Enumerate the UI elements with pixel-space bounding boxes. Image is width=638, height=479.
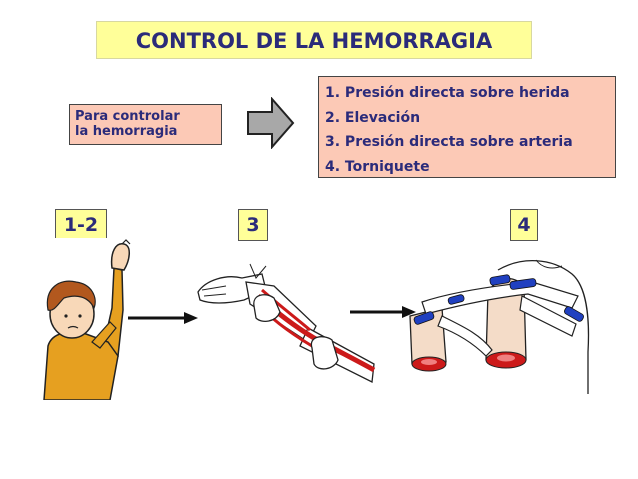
page-title: CONTROL DE LA HEMORRAGIA: [96, 21, 532, 59]
panel-label-artery: 3: [238, 209, 268, 241]
intro-line-1: Para controlar: [75, 109, 180, 124]
step-4: 4. Torniquete: [325, 158, 430, 175]
panel-label-tourniquet: 4: [510, 209, 538, 241]
step-2: 2. Elevación: [325, 109, 421, 126]
artery-pressure-illustration: [197, 263, 376, 383]
intro-line-2: la hemorragia: [75, 124, 178, 139]
intro-box: Para controlar la hemorragia: [69, 104, 222, 145]
step-3: 3. Presión directa sobre arteria: [325, 134, 573, 150]
tourniquet-illustration: [409, 259, 590, 394]
steps-list: 1. Presión directa sobre herida 2. Eleva…: [318, 76, 616, 178]
arrow-icon: [350, 306, 416, 318]
panel-label-elevation: 1-2: [55, 209, 107, 241]
arrow-icon: [128, 312, 198, 324]
right-arrow-icon: [247, 97, 295, 149]
elevation-illustration: [30, 238, 142, 400]
step-1: 1. Presión directa sobre herida: [325, 85, 570, 101]
